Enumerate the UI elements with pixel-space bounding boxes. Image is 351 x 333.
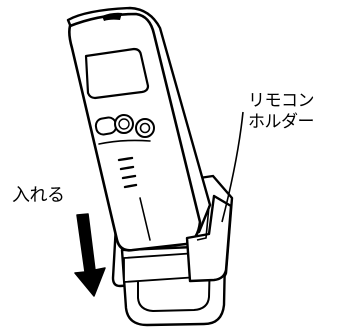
insert-arrow-icon xyxy=(74,213,106,297)
remote-grille xyxy=(117,156,138,189)
remote-control xyxy=(66,6,212,252)
remote-button-left xyxy=(94,116,118,136)
remote-display xyxy=(84,47,150,100)
ir-emitter-icon xyxy=(102,12,122,21)
holder-label-line2: ホルダー xyxy=(248,112,315,132)
leader-line xyxy=(221,111,244,223)
insert-label: 入れる xyxy=(12,185,65,206)
holder-front-flap xyxy=(185,194,233,283)
holder-label-line1: リモコン xyxy=(248,91,315,111)
